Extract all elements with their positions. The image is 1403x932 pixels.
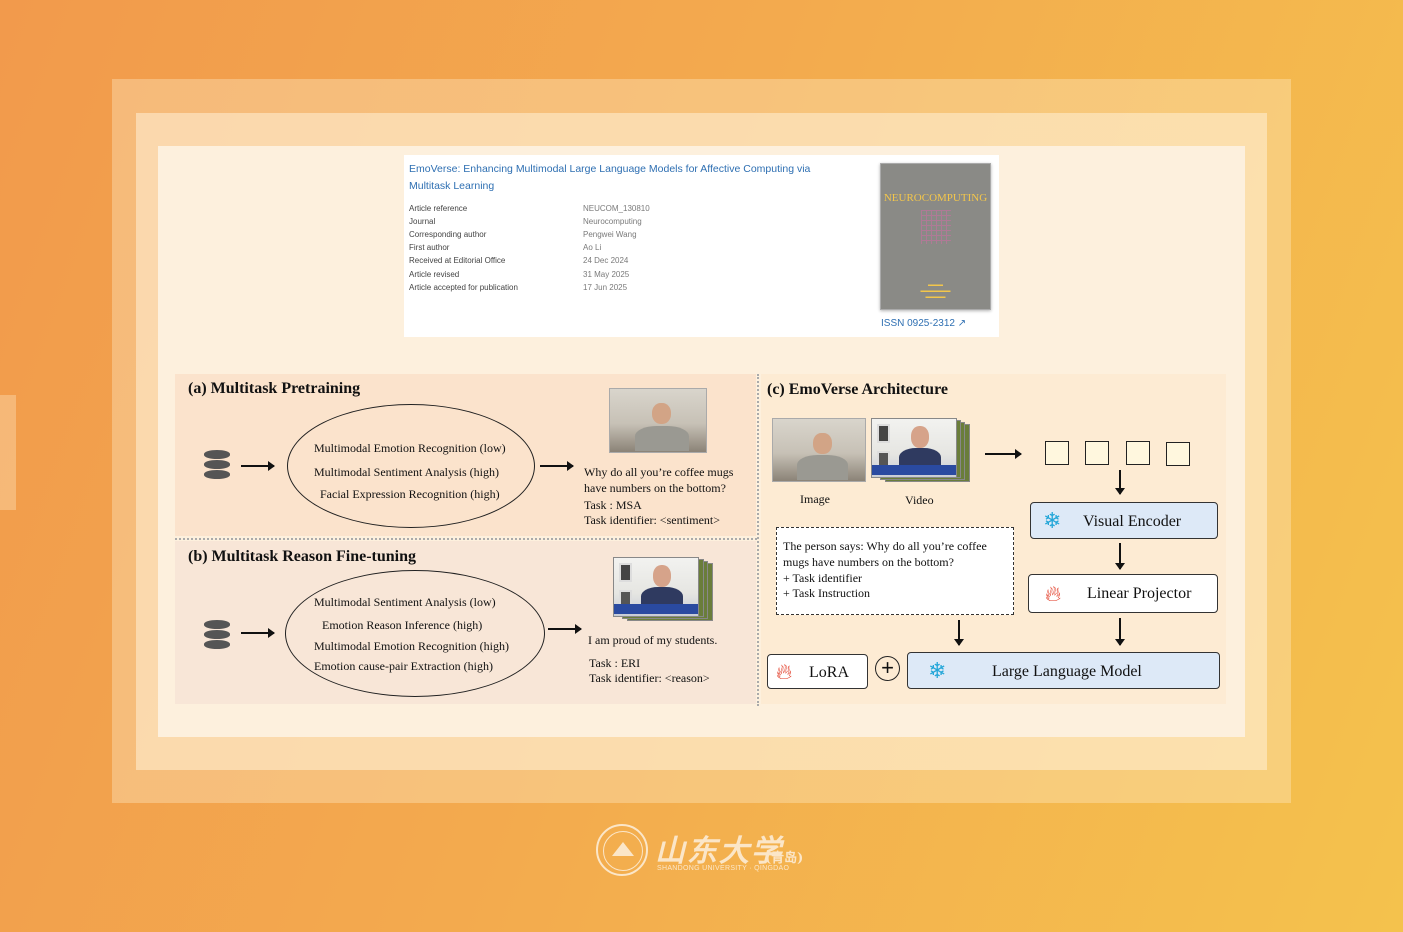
arrow — [985, 449, 1022, 459]
input-image — [772, 418, 866, 482]
example-video — [613, 557, 714, 623]
meta-row: Corresponding author Pengwei Wang — [409, 230, 709, 243]
university-name-en: SHANDONG UNIVERSITY · QINGDAO — [657, 865, 790, 872]
linear-projector-box: 🔥︎ Linear Projector — [1028, 574, 1218, 613]
example-image — [609, 388, 707, 453]
visual-token — [1126, 441, 1150, 465]
meta-row: First author Ao Li — [409, 243, 709, 256]
vertical-separator — [757, 374, 759, 706]
arrow — [540, 461, 574, 471]
meta-label: Corresponding author — [409, 230, 487, 239]
task-item: Multimodal Emotion Recognition (low) — [314, 441, 506, 455]
panel-a-title: (a) Multitask Pretraining — [188, 380, 361, 397]
fire-icon: 🔥︎ — [776, 659, 793, 684]
meta-row: Article revised 31 May 2025 — [409, 270, 709, 283]
issn-link[interactable]: ISSN 0925-2312 ↗ — [881, 318, 967, 329]
task-label: Task : MSA — [584, 498, 642, 512]
example-utterance: Why do all you’re coffee mugs — [584, 465, 734, 479]
arrow — [241, 461, 275, 471]
arrow — [548, 624, 582, 634]
horizontal-separator — [175, 538, 757, 540]
visual-encoder-box: ❄ Visual Encoder — [1030, 502, 1218, 539]
meta-value: 24 Dec 2024 — [583, 256, 629, 265]
arrow — [1115, 470, 1125, 495]
snowflake-icon: ❄ — [928, 658, 947, 683]
meta-label: Received at Editorial Office — [409, 256, 506, 265]
database-icon — [204, 450, 230, 480]
meta-label: First author — [409, 243, 450, 252]
task-item: Multimodal Sentiment Analysis (low) — [314, 595, 496, 609]
video-label: Video — [905, 493, 934, 507]
meta-label: Journal — [409, 217, 436, 226]
task-identifier: Task identifier: <reason> — [589, 671, 710, 685]
input-video — [871, 418, 971, 483]
arrow — [954, 620, 964, 646]
visual-token — [1166, 442, 1190, 466]
database-icon — [204, 620, 230, 650]
meta-value: Ao Li — [583, 243, 602, 252]
llm-box: ❄ Large Language Model — [907, 652, 1220, 689]
university-seal-icon — [596, 824, 648, 876]
task-ellipse-b — [285, 570, 545, 697]
lora-label: LoRA — [809, 664, 849, 681]
journal-cover[interactable]: NEUROCOMPUTING ▬▬▬▬▬▬▬▬▬▬▬▬▬ — [880, 163, 991, 310]
meta-label: Article reference — [409, 204, 468, 213]
task-label: Task : ERI — [589, 656, 641, 670]
task-item: Emotion Reason Inference (high) — [322, 618, 483, 632]
meta-value: 31 May 2025 — [583, 270, 630, 279]
linear-projector-label: Linear Projector — [1087, 585, 1192, 602]
snowflake-icon: ❄ — [1043, 508, 1062, 533]
cover-title: NEUROCOMPUTING — [883, 192, 988, 204]
example-utterance: have numbers on the bottom? — [584, 481, 726, 495]
prompt-line: + Task identifier — [783, 571, 863, 585]
lora-box: 🔥︎ LoRA — [767, 654, 868, 689]
cover-pattern — [921, 210, 951, 244]
meta-row: Article reference NEUCOM_130810 — [409, 204, 709, 217]
plus-icon: + — [875, 656, 900, 681]
meta-value: 17 Jun 2025 — [583, 283, 628, 292]
article-title[interactable]: EmoVerse: Enhancing Multimodal Large Lan… — [409, 163, 811, 192]
arrow — [1115, 543, 1125, 570]
side-tab — [0, 395, 16, 510]
meta-row: Article accepted for publication 17 Jun 2… — [409, 283, 709, 296]
prompt-line: + Task Instruction — [783, 586, 871, 600]
panel-c-title: (c) EmoVerse Architecture — [767, 381, 948, 398]
visual-token — [1085, 441, 1109, 465]
text-prompt-box: The person says: Why do all you’re coffe… — [776, 527, 1014, 615]
article-card: EmoVerse: Enhancing Multimodal Large Lan… — [404, 155, 999, 337]
task-identifier: Task identifier: <sentiment> — [584, 513, 720, 527]
panel-b-title: (b) Multitask Reason Fine-tuning — [188, 548, 417, 565]
meta-value: Pengwei Wang — [583, 230, 637, 239]
arrow — [241, 628, 275, 638]
task-item: Facial Expression Recognition (high) — [320, 487, 500, 501]
prompt-line: The person says: Why do all you’re coffe… — [783, 539, 987, 553]
cover-footer: ▬▬▬▬▬▬▬▬▬▬▬▬▬ — [920, 282, 951, 300]
task-item: Multimodal Emotion Recognition (high) — [314, 639, 509, 653]
visual-token — [1045, 441, 1069, 465]
llm-label: Large Language Model — [992, 663, 1142, 680]
prompt-line: mugs have numbers on the bottom? — [783, 555, 954, 569]
university-name-cn: 山东大学 — [655, 834, 783, 869]
meta-value: Neurocomputing — [583, 217, 642, 226]
arrow — [1115, 618, 1125, 646]
meta-value: NEUCOM_130810 — [583, 204, 650, 213]
task-item: Emotion cause-pair Extraction (high) — [314, 659, 493, 673]
task-ellipse-a — [287, 404, 535, 528]
meta-row: Journal Neurocomputing — [409, 217, 709, 230]
visual-encoder-label: Visual Encoder — [1083, 513, 1182, 530]
example-utterance: I am proud of my students. — [588, 633, 718, 647]
campus-name-cn: (青岛) — [765, 851, 804, 866]
fire-icon: 🔥︎ — [1045, 581, 1062, 606]
task-item: Multimodal Sentiment Analysis (high) — [314, 465, 499, 479]
meta-label: Article revised — [409, 270, 460, 279]
image-label: Image — [800, 492, 830, 506]
meta-row: Received at Editorial Office 24 Dec 2024 — [409, 256, 709, 269]
meta-label: Article accepted for publication — [409, 283, 518, 292]
